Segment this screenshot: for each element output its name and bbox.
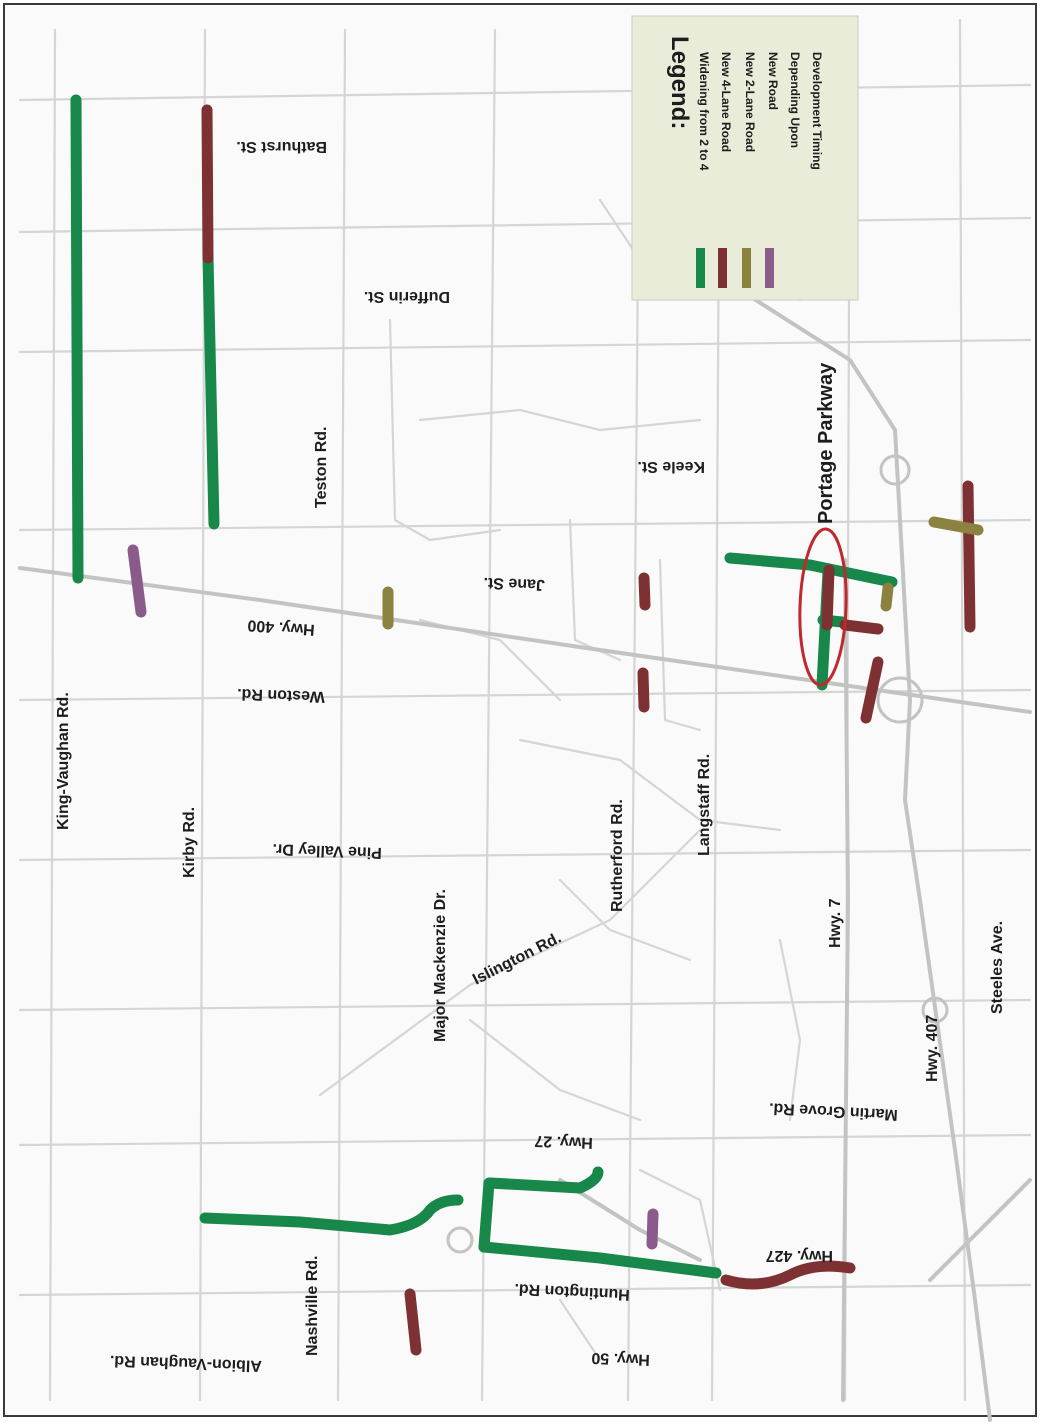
hwy-427-north xyxy=(558,1178,702,1262)
new-2-lane-portage xyxy=(880,582,894,612)
label-kirby: Kirby Rd. xyxy=(181,807,198,878)
hwy-427-line xyxy=(928,1178,1032,1282)
label-hwy7: Hwy. 7 xyxy=(827,898,844,948)
label-weston: Weston Rd. xyxy=(237,685,325,705)
new-2-lane-steeles-cross xyxy=(928,516,984,536)
label-martin-grove: Martin Grove Rd. xyxy=(769,1099,899,1123)
widening-nashville xyxy=(199,1194,464,1236)
widening-huntington-south xyxy=(478,1241,722,1279)
legend-title: Legend: xyxy=(666,36,693,129)
legend-swatch-widening xyxy=(696,248,705,288)
widening-huntington xyxy=(484,1166,604,1194)
label-major-mackenzie: Major Mackenzie Dr. xyxy=(432,889,449,1042)
new-4-lane-albion xyxy=(404,1288,422,1356)
widening-portage-east xyxy=(724,552,898,588)
new-road-huntington xyxy=(646,1208,659,1250)
portage-parkway-highlight xyxy=(798,527,848,687)
new-4-lane-steeles xyxy=(962,480,976,633)
legend-label-development-timing: Development Timing xyxy=(810,52,824,170)
label-hwy407: Hwy. 407 xyxy=(924,1015,941,1082)
label-teston: Teston Rd. xyxy=(313,427,330,508)
new-4-lane-hwy7-spur xyxy=(860,656,884,724)
hwy-7-line xyxy=(841,558,850,1402)
legend-label-new-2-lane: New 2-Lane Road xyxy=(743,52,757,152)
label-hwy427: Hwy. 427 xyxy=(766,1247,833,1264)
new-road-king-vaughan xyxy=(127,544,147,618)
legend-label-depending-upon: Depending Upon xyxy=(788,52,802,148)
label-hwy50: Hwy. 50 xyxy=(591,1349,650,1368)
new-4-lane-rutherford-south xyxy=(637,667,650,713)
label-hwy27: Hwy. 27 xyxy=(534,1132,593,1151)
new-4-lane-bathurst xyxy=(201,104,214,264)
label-rutherford: Rutherford Rd. xyxy=(609,799,626,912)
new-4-lane-portage-h xyxy=(839,619,884,635)
label-king-vaughan: King-Vaughan Rd. xyxy=(55,692,72,830)
legend-swatch-new-road xyxy=(765,248,774,288)
new-4-lane-rutherford-north xyxy=(638,572,651,611)
label-steeles: Steeles Ave. xyxy=(989,921,1006,1014)
project-segments xyxy=(70,94,984,1356)
new-4-lane-hwy427 xyxy=(720,1260,856,1290)
widening-kirby xyxy=(202,252,220,530)
label-langstaff: Langstaff Rd. xyxy=(696,754,713,856)
label-nashville: Nashville Rd. xyxy=(304,1256,321,1356)
label-dufferin: Dufferin St. xyxy=(364,288,450,305)
label-hwy400: Hwy. 400 xyxy=(247,616,315,638)
legend-swatch-new-4-lane xyxy=(718,248,727,288)
hwy-407-line xyxy=(738,288,992,1422)
legend-label-widening: Widening from 2 to 4 xyxy=(697,52,711,171)
widening-king-vaughan xyxy=(70,94,84,584)
label-portage-parkway: Portage Parkway xyxy=(815,362,837,524)
legend-label-new-4-lane: New 4-Lane Road xyxy=(719,52,733,152)
label-bathurst: Bathurst St. xyxy=(236,138,327,155)
legend: Legend: Widening from 2 to 4 New 4-Lane … xyxy=(631,15,859,301)
label-pine-valley: Pine Valley Dr. xyxy=(272,840,382,861)
new-4-lane-portage-vert xyxy=(821,564,835,631)
legend-swatch-new-2-lane xyxy=(742,248,751,288)
label-jane: Jane St. xyxy=(483,574,545,593)
label-albion-vaughan: Albion-Vaughan Rd. xyxy=(110,1352,263,1374)
label-huntington: Huntington Rd. xyxy=(514,1280,630,1303)
legend-label-new-road: New Road xyxy=(766,52,780,110)
label-keele: Keele St. xyxy=(637,458,705,475)
widening-huntington-vert xyxy=(478,1177,495,1253)
